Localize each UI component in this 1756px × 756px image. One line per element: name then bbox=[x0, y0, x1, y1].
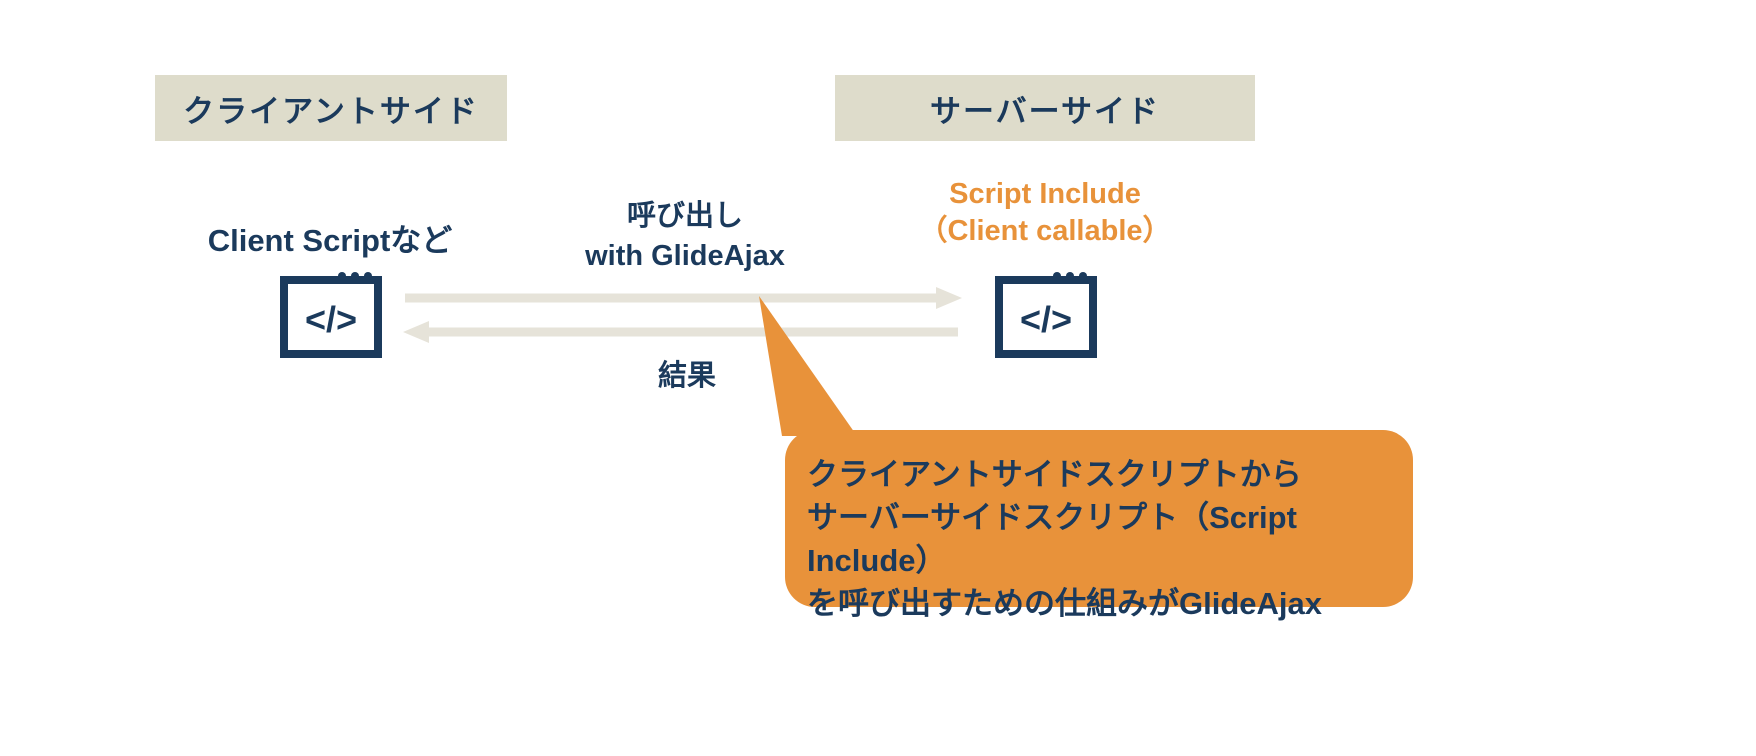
code-window-icon: </> bbox=[280, 272, 382, 358]
script-include-label-line1: Script Include bbox=[949, 178, 1141, 210]
result-arrow bbox=[403, 321, 958, 343]
server-side-header: サーバーサイド bbox=[835, 75, 1255, 141]
callout-line1: クライアントサイドスクリプトから bbox=[807, 457, 1302, 492]
callout-line3: を呼び出すための仕組みがGlideAjax bbox=[807, 586, 1322, 621]
call-label-line2: with GlideAjax bbox=[585, 240, 785, 272]
code-glyph: </> bbox=[305, 299, 357, 340]
call-arrow bbox=[405, 287, 962, 309]
glideajax-callout: クライアントサイドスクリプトから サーバーサイドスクリプト（Script Inc… bbox=[785, 430, 1413, 621]
result-label: 結果 bbox=[657, 360, 716, 392]
client-script-label: Client Scriptなど bbox=[207, 223, 453, 258]
client-side-header-label: クライアントサイド bbox=[183, 93, 479, 129]
callout-tail bbox=[759, 296, 857, 436]
script-include-label: Script Include （Client callable） bbox=[880, 176, 1210, 250]
script-include-label-line2: （Client callable） bbox=[918, 215, 1172, 247]
code-glyph: </> bbox=[1020, 299, 1072, 340]
callout-line2: サーバーサイドスクリプト（Script Include） bbox=[807, 500, 1297, 578]
server-side-header-label: サーバーサイド bbox=[929, 93, 1161, 129]
client-side-header: クライアントサイド bbox=[155, 75, 507, 141]
call-with-glideajax-label: 呼び出し with GlideAjax bbox=[535, 196, 835, 276]
call-label-line1: 呼び出し bbox=[626, 200, 743, 232]
code-window-icon: </> bbox=[995, 272, 1097, 358]
